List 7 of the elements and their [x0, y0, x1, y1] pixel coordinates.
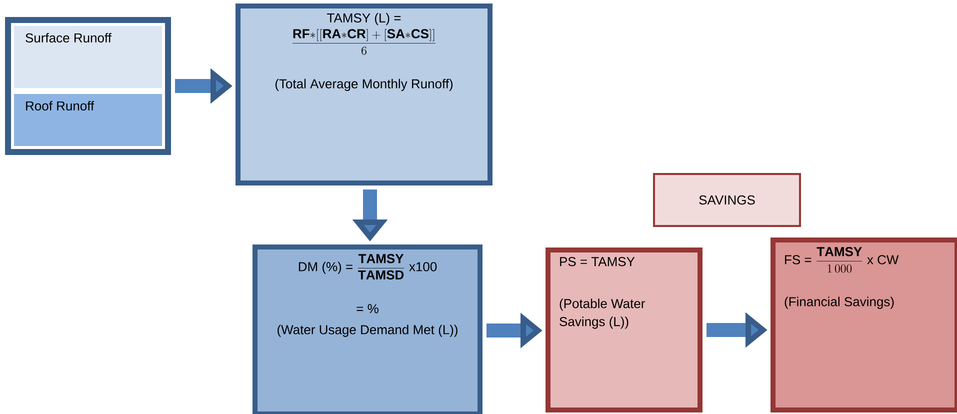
title-box: SAVINGS [653, 173, 801, 227]
formula-box: TAMSY (L) = $\frac{\mathbf{RF{*}[[RA{*}CR]+[SA{*}CS]]}}{6}$ (Total Average Monthly Runoff) [236, 4, 492, 186]
formula-box: FS = $\frac{\mathbf{TAMSY}}{1\,000}$ x CW (Financial Savings) [770, 237, 957, 412]
formula-box: PS = TAMSY (Potable Water Savings (L)) [546, 248, 702, 412]
label-box: Surface Runoff [14, 26, 162, 88]
formula-box: DM (%) = $\frac{\mathbf{TAMSY}}{\mathbf{TAMSD}}$ x100 = % (Water Usage Demand Met (L)) [252, 244, 482, 414]
label-box: Roof Runoff [14, 94, 162, 146]
